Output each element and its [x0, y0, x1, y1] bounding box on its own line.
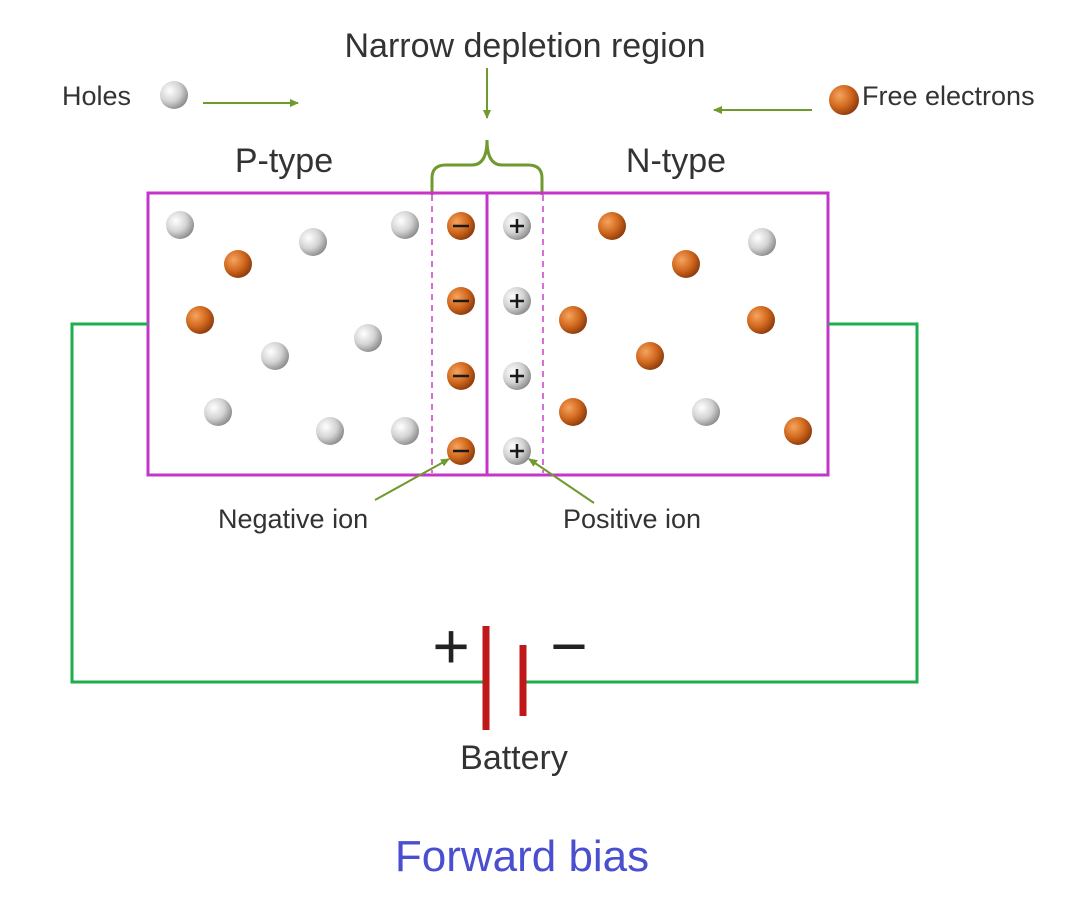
battery-label: Battery	[460, 739, 568, 777]
electron	[559, 306, 587, 334]
hole	[692, 398, 720, 426]
depletion-region-label: Narrow depletion region	[345, 27, 706, 65]
hole	[391, 417, 419, 445]
electrons-legend-label: Free electrons	[862, 81, 1035, 111]
battery-minus-sign: −	[550, 610, 587, 682]
positive-ion	[503, 437, 531, 465]
positive-ion	[503, 362, 531, 390]
holes-legend-label: Holes	[62, 81, 131, 111]
hole-legend-icon	[160, 81, 188, 109]
n-type-label: N-type	[626, 142, 726, 180]
electron	[224, 250, 252, 278]
positive-ion	[503, 287, 531, 315]
positive-ion-pointer	[528, 458, 595, 504]
negative-ion-label: Negative ion	[218, 504, 368, 534]
hole	[354, 324, 382, 352]
positive-ions	[503, 212, 531, 465]
electron	[559, 398, 587, 426]
electron	[186, 306, 214, 334]
negative-ion-pointer	[374, 458, 450, 501]
n-region-particles	[559, 212, 812, 445]
electron-legend-icon	[829, 85, 859, 115]
electron	[636, 342, 664, 370]
negative-ion	[447, 362, 475, 390]
p-type-label: P-type	[235, 142, 333, 180]
negative-ion	[447, 287, 475, 315]
negative-ion	[447, 212, 475, 240]
hole	[166, 211, 194, 239]
electron	[598, 212, 626, 240]
positive-ion-label: Positive ion	[563, 504, 701, 534]
p-region-particles	[166, 211, 419, 445]
electron	[747, 306, 775, 334]
hole	[261, 342, 289, 370]
electron	[672, 250, 700, 278]
battery-plus-sign: +	[432, 610, 469, 682]
hole	[748, 228, 776, 256]
caption: Forward bias	[395, 832, 649, 881]
left-wire	[70, 322, 486, 684]
hole	[391, 211, 419, 239]
hole	[204, 398, 232, 426]
hole	[316, 417, 344, 445]
depletion-brace	[430, 139, 544, 195]
negative-ions	[447, 212, 475, 465]
positive-ion	[503, 212, 531, 240]
right-wire	[523, 322, 919, 684]
hole	[299, 228, 327, 256]
electron	[784, 417, 812, 445]
negative-ion	[447, 437, 475, 465]
